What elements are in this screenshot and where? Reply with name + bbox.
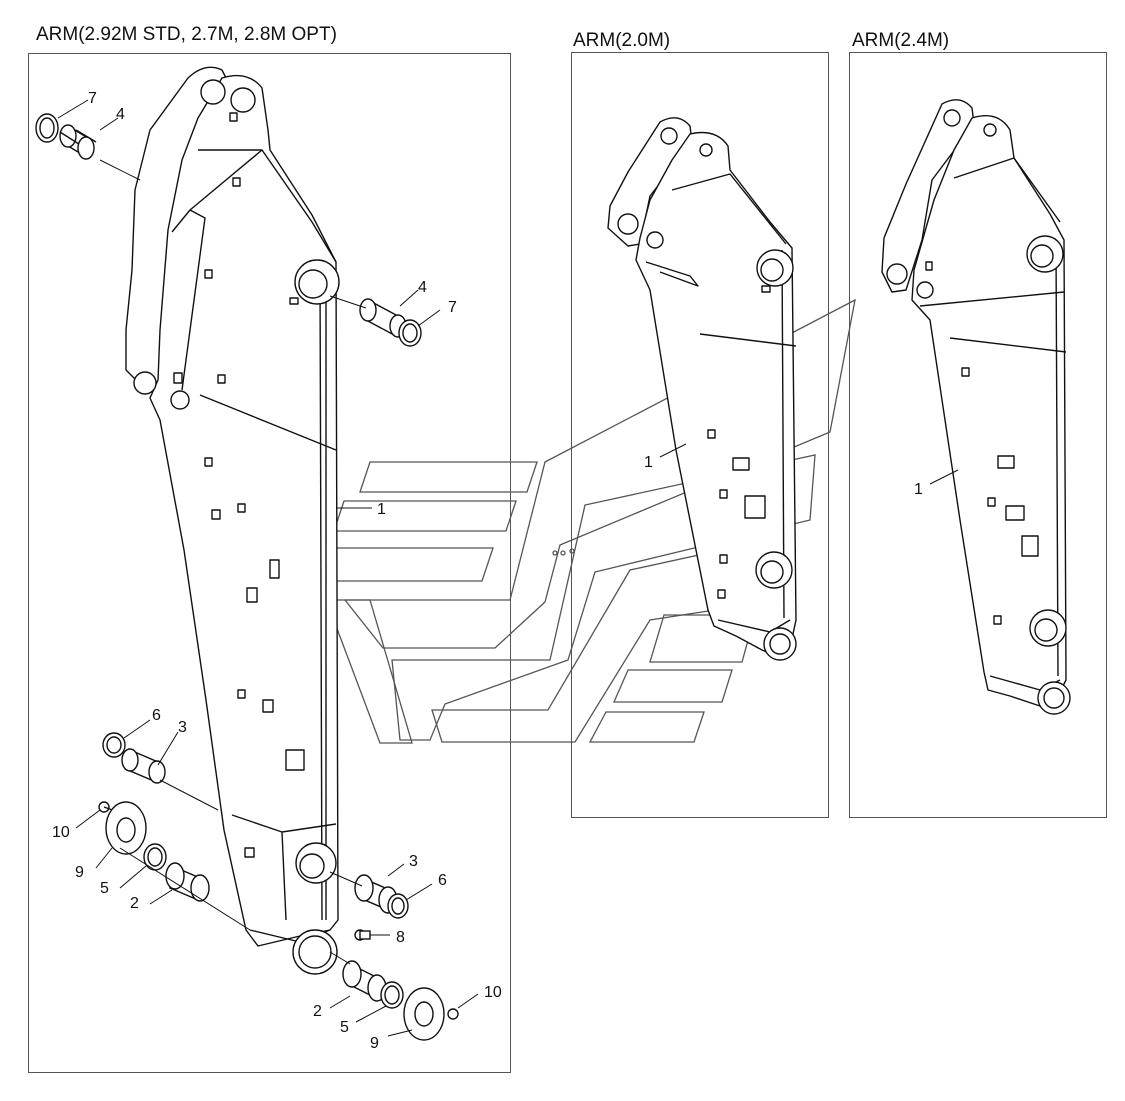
callout-10-left: 10 [52, 824, 70, 841]
callout-2-left: 2 [130, 895, 139, 912]
callout-4-right: 4 [418, 279, 427, 296]
arm20-body [607, 117, 797, 661]
arm20-leader [659, 443, 687, 458]
callout-3-right: 3 [409, 853, 418, 870]
callout-6-mid: 6 [152, 707, 161, 724]
callout-2-lower: 2 [313, 1003, 322, 1020]
callout-10-right: 10 [484, 984, 502, 1001]
callout-3-mid: 3 [178, 719, 187, 736]
main-arm-body [125, 66, 340, 975]
arm24-body [881, 99, 1071, 715]
panel-main-title: ARM(2.92M STD, 2.7M, 2.8M OPT) [36, 24, 337, 45]
callout-1-arm24: 1 [914, 481, 923, 498]
callout-7-top-left: 7 [88, 90, 97, 107]
main-leader-lines [57, 99, 479, 1037]
callout-9-lower: 9 [370, 1035, 379, 1052]
callout-4-top-left: 4 [116, 106, 125, 123]
callout-5-lower: 5 [340, 1019, 349, 1036]
callout-1-main: 1 [377, 501, 386, 518]
main-callouts: 7 4 4 7 1 6 3 10 9 5 2 3 6 8 10 2 5 9 [52, 90, 502, 1052]
callout-5-left: 5 [100, 880, 109, 897]
panel-arm20-title: ARM(2.0M) [573, 30, 671, 51]
panel-arm24-title: ARM(2.4M) [852, 30, 950, 51]
arm24-leader [929, 469, 959, 485]
panel-main-frame [28, 53, 511, 1073]
panel-arm20-frame [571, 52, 829, 818]
main-arm-parts [35, 113, 459, 1041]
callout-7-right: 7 [448, 299, 457, 316]
panel-arm24-frame [849, 52, 1107, 818]
callout-8: 8 [396, 929, 405, 946]
callout-6-right: 6 [438, 872, 447, 889]
callout-1-arm20: 1 [644, 454, 653, 471]
callout-9-left: 9 [75, 864, 84, 881]
